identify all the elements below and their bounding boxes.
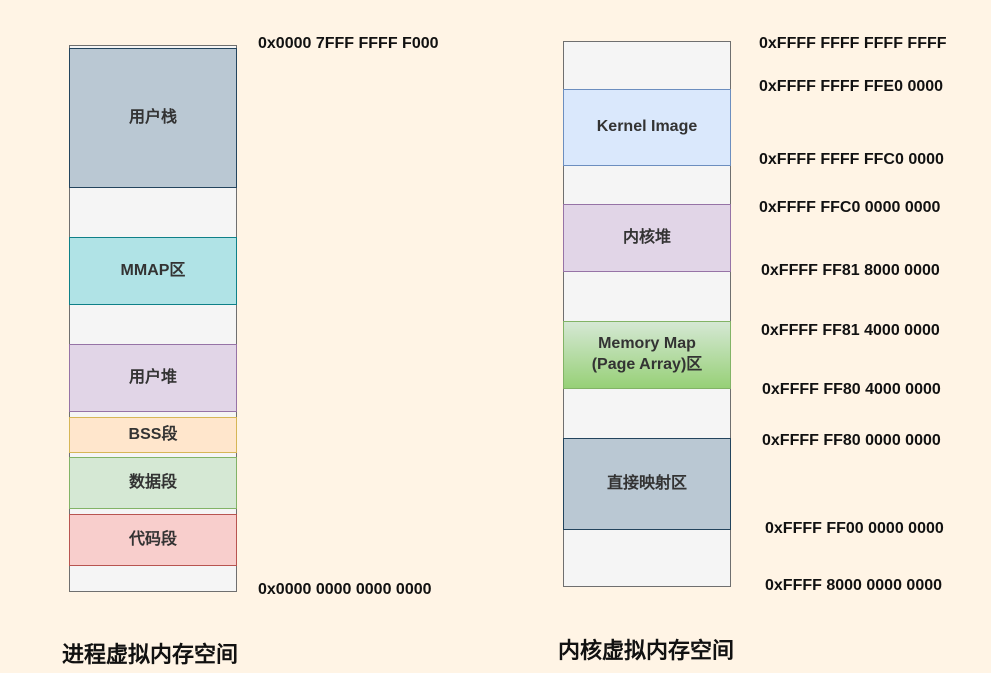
page-array-label-line1: Memory Map [598,335,696,353]
kernel-address-8: 0xFFFF FF00 0000 0000 [765,520,944,537]
kernel-address-5: 0xFFFF FF81 4000 0000 [761,322,940,339]
kernel-address-3: 0xFFFF FFC0 0000 0000 [759,199,941,216]
kernel-image-segment: Kernel Image [563,89,731,166]
bss-segment: BSS段 [69,417,237,453]
kernel-address-9: 0xFFFF 8000 0000 0000 [765,577,943,594]
page-array-label-line2: (Page Array)区 [591,356,703,373]
page-array-segment: Memory Map (Page Array)区 [563,321,731,389]
data-segment: 数据段 [69,457,237,509]
process-space-title: 进程虚拟内存空间 [62,642,239,667]
mmap-segment: MMAP区 [69,237,237,305]
kernel-address-6: 0xFFFF FF80 4000 0000 [762,381,941,398]
direct-mapping-segment: 直接映射区 [563,438,731,530]
user-heap-segment: 用户堆 [69,344,237,412]
process-bottom-address: 0x0000 0000 0000 0000 [258,581,432,598]
kernel-address-4: 0xFFFF FF81 8000 0000 [761,262,940,279]
user-stack-segment: 用户栈 [69,48,237,188]
code-segment: 代码段 [69,514,237,566]
kernel-address-1: 0xFFFF FFFF FFE0 0000 [759,78,944,95]
kernel-space-title: 内核虚拟内存空间 [558,638,735,663]
kernel-address-0: 0xFFFF FFFF FFFF FFFF [759,35,947,52]
kernel-address-7: 0xFFFF FF80 0000 0000 [762,432,941,449]
kernel-address-2: 0xFFFF FFFF FFC0 0000 [759,151,944,168]
process-top-address: 0x0000 7FFF FFFF F000 [258,35,439,52]
kernel-heap-segment: 内核堆 [563,204,731,272]
